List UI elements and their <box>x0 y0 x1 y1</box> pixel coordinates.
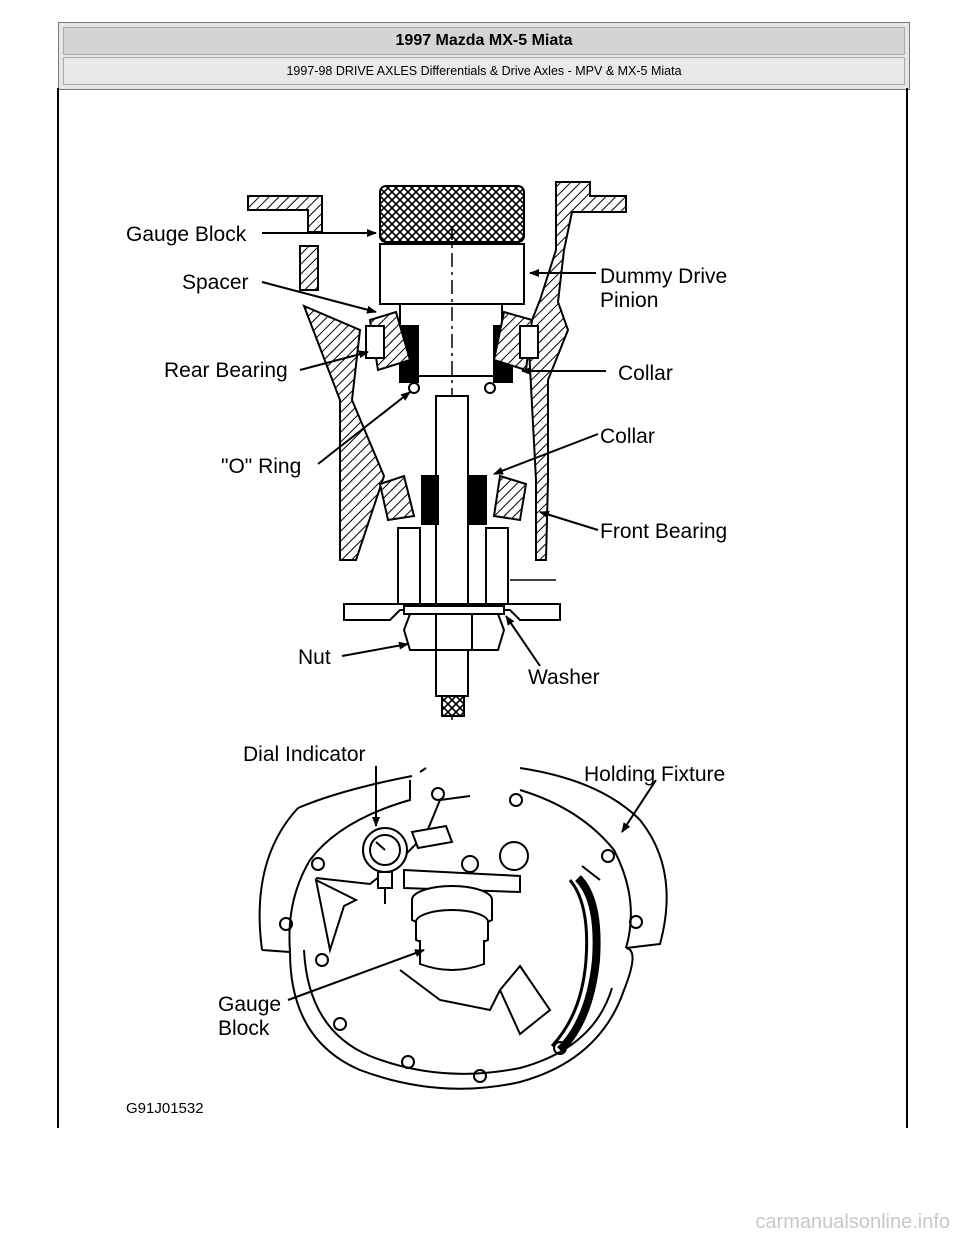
label-spacer: Spacer <box>182 271 249 294</box>
page-subtitle: 1997-98 DRIVE AXLES Differentials & Driv… <box>63 57 905 85</box>
label-o-ring: "O" Ring <box>221 455 301 478</box>
label-nut: Nut <box>298 646 331 669</box>
label-gauge-block-lower-line2: Block <box>218 1017 270 1040</box>
label-washer: Washer <box>528 666 600 689</box>
label-gauge-block-lower-line1: Gauge <box>218 993 281 1016</box>
page-header: 1997 Mazda MX-5 Miata 1997-98 DRIVE AXLE… <box>58 22 910 90</box>
left-border-line <box>57 88 59 1128</box>
label-dial-indicator: Dial Indicator <box>243 743 366 766</box>
upper-leader-lines <box>261 229 606 667</box>
label-front-bearing: Front Bearing <box>600 520 727 543</box>
label-rear-bearing: Rear Bearing <box>164 359 288 382</box>
label-collar-upper: Collar <box>618 362 673 385</box>
page-title: 1997 Mazda MX-5 Miata <box>63 27 905 55</box>
watermark-text: carmanualsonline.info <box>755 1211 950 1233</box>
label-gauge-block: Gauge Block <box>126 223 247 246</box>
dummy-pinion-assembly-drawing <box>247 181 627 720</box>
figure-code: G91J01532 <box>126 1100 204 1117</box>
holding-fixture-drawing <box>258 767 668 1090</box>
label-dummy-drive-pinion-line2: Pinion <box>600 289 658 312</box>
right-border-line <box>906 88 908 1128</box>
label-holding-fixture: Holding Fixture <box>584 763 725 786</box>
label-collar-lower: Collar <box>600 425 655 448</box>
label-dummy-drive-pinion-line1: Dummy Drive <box>600 265 727 288</box>
lower-leader-lines <box>287 766 657 1001</box>
